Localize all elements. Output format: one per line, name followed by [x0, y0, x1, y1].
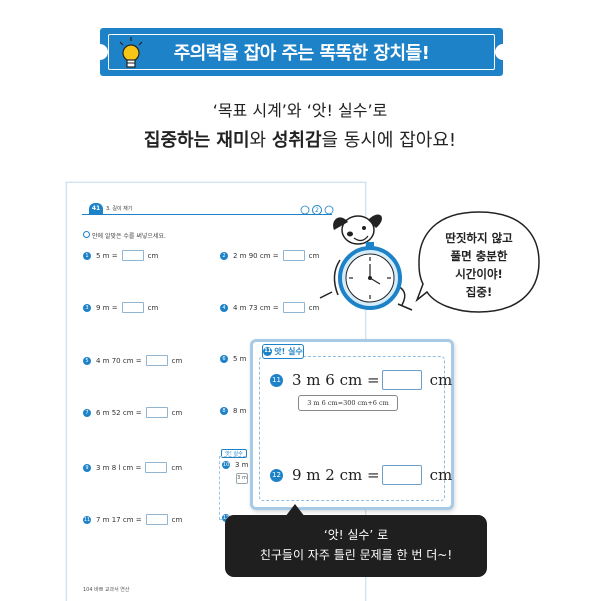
problem-number: 4: [220, 303, 228, 312]
problem-number: 2: [220, 251, 228, 260]
subtitle-line-1: ‘목표 시계’와 ‘앗! 실수’로: [212, 101, 388, 120]
problem-unit: cm: [429, 371, 453, 389]
answer-box[interactable]: [381, 465, 422, 485]
problem-unit: cm: [171, 408, 183, 417]
callout-line-1: ‘앗! 실수’ 로: [323, 528, 389, 542]
problem-unit: cm: [171, 515, 183, 524]
problem-text: 9 m 2 cm =: [292, 466, 380, 484]
problem-number: 9: [83, 463, 91, 472]
bubble-text: 딴짓하지 않고 풀면 충분한 시간이야! 집중!: [415, 229, 543, 301]
problem-9: 9 3 m 8 l cm = cm: [83, 462, 182, 473]
answer-box[interactable]: [282, 302, 305, 313]
problem-number: 12: [270, 468, 283, 482]
page-header-rule: [82, 214, 332, 215]
problem-number: 6: [220, 355, 228, 363]
problem-unit: cm: [308, 251, 320, 260]
hint-box: 3 m 6 cm=300 cm+6 cm: [298, 395, 398, 411]
problem-number: 11: [270, 373, 283, 387]
answer-box[interactable]: [145, 462, 168, 473]
subtitle-end: 을 동시에 잡아요!: [321, 130, 457, 151]
dog-clock-illustration: [319, 214, 413, 311]
subtitle-line-2: 집중하는 재미와 성취감을 동시에 잡아요!: [0, 126, 600, 152]
subtitle-highlight-2: 성취감: [271, 130, 322, 151]
speech-bubble: [415, 211, 540, 313]
answer-box[interactable]: [145, 514, 168, 525]
clock-value: 2: [315, 207, 319, 214]
problem-7: 7 6 m 52 cm = cm: [83, 407, 182, 418]
problem-8: 8 8 m: [220, 407, 247, 415]
bubble-line-4: 집중!: [465, 285, 493, 299]
problem-text: 5 m: [233, 355, 247, 363]
mistake-tag: 11 앗! 실수: [262, 344, 304, 359]
mistake-tag-number: 11: [263, 347, 273, 356]
problem-text: 7 m 17 cm =: [96, 515, 142, 524]
callout-tail: [285, 504, 305, 517]
callout-line-2: 친구들이 자주 틀린 문제를 한 번 더~!: [259, 548, 453, 562]
target-clock-icon: 2: [300, 205, 334, 215]
problem-number: 5: [83, 356, 91, 365]
problem-number: 7: [83, 408, 91, 417]
problem-3: 3 9 m = cm: [83, 302, 158, 313]
problem-text: 3 m 8 l cm =: [96, 463, 142, 472]
title-banner: 주의력을 잡아 주는 똑똑한 장치들!: [92, 28, 511, 76]
lesson-title: 3. 길이 재기: [106, 206, 133, 212]
zoom-problem-12: 12 9 m 2 cm = cm: [270, 465, 452, 485]
problem-unit: cm: [308, 303, 320, 312]
bubble-line-1: 딴짓하지 않고: [445, 231, 513, 245]
problem-5: 5 4 m 70 cm = cm: [83, 355, 182, 366]
problem-10: 10 3 m: [222, 461, 249, 469]
subtitle-mid: 와: [249, 130, 272, 151]
answer-box[interactable]: [121, 302, 144, 313]
zoom-dashed-area: [259, 356, 445, 501]
problem-number: 8: [220, 407, 228, 415]
answer-box[interactable]: [282, 250, 305, 261]
mistake-tag-mini: 앗! 실수: [221, 449, 247, 458]
subtitle-highlight-1: 집중하는 재미: [143, 130, 250, 151]
problem-unit: cm: [429, 466, 453, 484]
answer-box[interactable]: [145, 355, 168, 366]
problem-text: 8 m: [233, 407, 247, 415]
mistake-tag-label: 앗! 실수: [274, 347, 303, 356]
problem-unit: cm: [171, 463, 183, 472]
problem-4: 4 4 m 73 cm = cm: [220, 302, 319, 313]
problem-text: 5 m =: [96, 251, 118, 260]
answer-box[interactable]: [381, 370, 422, 390]
problem-11: 11 7 m 17 cm = cm: [83, 514, 182, 525]
problem-6: 6 5 m: [220, 355, 247, 363]
problem-number: 11: [83, 515, 91, 524]
problem-number: 1: [83, 251, 91, 260]
problem-text: 6 m 52 cm =: [96, 408, 142, 417]
answer-box[interactable]: [145, 407, 168, 418]
bubble-line-2: 풀면 충분한: [450, 249, 508, 263]
zoom-callout: [250, 339, 454, 510]
problem-unit: cm: [171, 356, 183, 365]
instruction-icon: [83, 231, 90, 238]
answer-box[interactable]: [121, 250, 144, 261]
banner-title: 주의력을 잡아 주는 똑똑한 장치들!: [108, 34, 495, 70]
page-footer: 104 바쁘 교과서 연산: [83, 587, 130, 593]
problem-2: 2 2 m 90 cm = cm: [220, 250, 319, 261]
problem-text: 2 m 90 cm =: [233, 251, 279, 260]
bubble-line-3: 시간이야!: [455, 267, 503, 281]
problem-text: 3 m: [235, 461, 249, 469]
problem-1: 1 5 m = cm: [83, 250, 158, 261]
problem-text: 4 m 73 cm =: [233, 303, 279, 312]
instruction-text: 안에 알맞은 수를 써넣으세요.: [92, 233, 166, 240]
problem-text: 9 m =: [96, 303, 118, 312]
problem-text: 3 m 6 cm =: [292, 371, 380, 389]
zoom-problem-11: 11 3 m 6 cm = cm: [270, 370, 452, 390]
lightbulb-icon: [119, 37, 143, 68]
hint-box-mini: 3 m: [236, 473, 248, 484]
page-number-badge: 41: [89, 203, 103, 215]
problem-unit: cm: [147, 251, 159, 260]
problem-number: 10: [222, 461, 230, 469]
problem-text: 4 m 70 cm =: [96, 356, 142, 365]
problem-number: 3: [83, 303, 91, 312]
callout-box: [225, 515, 487, 577]
problem-unit: cm: [147, 303, 159, 312]
